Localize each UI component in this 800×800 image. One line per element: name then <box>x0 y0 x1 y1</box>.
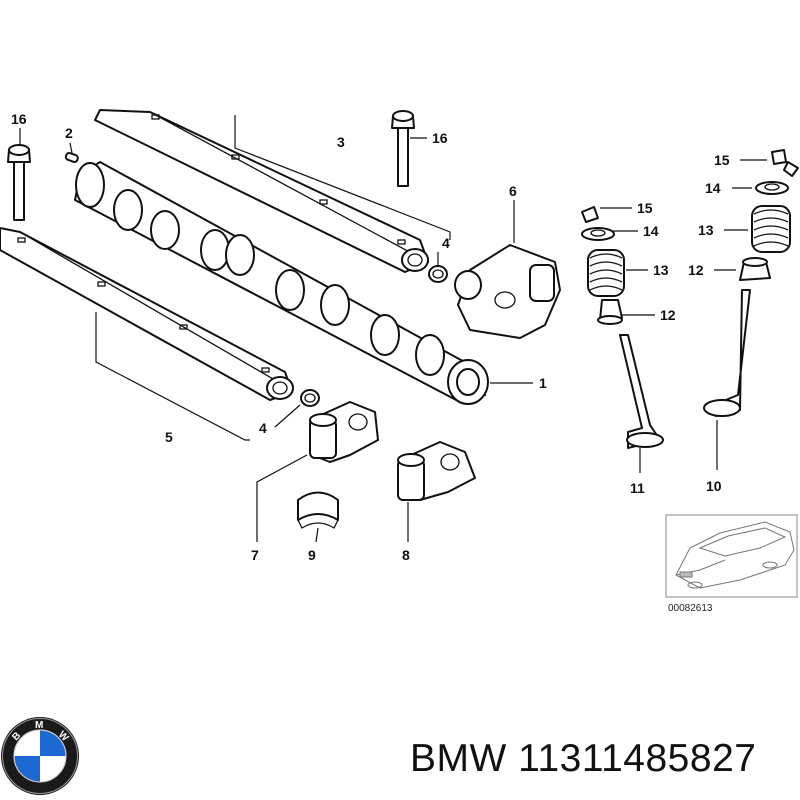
valve-stem-seal-left <box>597 299 623 325</box>
bmw-logo: B M W <box>1 717 79 795</box>
bolt-right <box>391 110 415 187</box>
callout-4-upper: 4 <box>442 235 450 251</box>
callout-1: 1 <box>539 375 547 391</box>
rocker-arm-8 <box>397 441 476 501</box>
bushing-lower <box>300 389 320 407</box>
valve-spring-left <box>587 249 625 297</box>
leader-lines <box>19 115 767 543</box>
bearing-shell <box>297 491 339 529</box>
callout-10: 10 <box>706 478 722 494</box>
callout-4-lower: 4 <box>259 420 267 436</box>
callout-6: 6 <box>509 183 517 199</box>
spring-retainer-left <box>581 227 615 241</box>
camshaft <box>74 161 489 405</box>
valve-keeper-right <box>771 149 799 177</box>
valve-keeper-left <box>581 206 599 223</box>
rocker-shaft-lower <box>0 227 294 401</box>
callout-12-left: 12 <box>660 307 676 323</box>
spring-retainer-right <box>755 181 789 195</box>
car-illustration <box>675 521 795 589</box>
dowel-pin <box>64 151 79 163</box>
callout-7: 7 <box>251 547 259 563</box>
callout-16-right: 16 <box>432 130 448 146</box>
callout-11: 11 <box>630 480 645 496</box>
brand-part-number: BMW 11311485827 <box>410 737 757 780</box>
callout-8: 8 <box>402 547 410 563</box>
valve-spring-right <box>751 205 791 253</box>
valve-stem-seal-right <box>739 257 771 281</box>
rocker-arm-assembly <box>454 244 561 339</box>
callout-15-left: 15 <box>637 200 653 216</box>
callout-14-right: 14 <box>705 180 721 196</box>
exhaust-valve-right <box>703 289 751 417</box>
callout-13-right: 13 <box>698 222 714 238</box>
rocker-shaft-upper <box>94 109 429 273</box>
callout-2: 2 <box>65 125 73 141</box>
bolt-left <box>7 144 31 221</box>
callout-12-right: 12 <box>688 262 704 278</box>
intake-valve-left <box>619 334 664 449</box>
callout-5: 5 <box>165 429 173 445</box>
rocker-arm-7 <box>309 401 379 463</box>
callout-3: 3 <box>337 134 345 150</box>
callout-14-left: 14 <box>643 223 659 239</box>
callout-13-left: 13 <box>653 262 669 278</box>
callout-16-left: 16 <box>11 111 27 127</box>
callout-numbers: 16 2 3 16 4 6 15 14 13 12 15 14 13 12 1 … <box>11 111 730 563</box>
svg-text:M: M <box>35 720 43 731</box>
bushing-upper <box>428 265 448 283</box>
callout-9: 9 <box>308 547 316 563</box>
callout-15-right: 15 <box>714 152 730 168</box>
vehicle-inset: 00082613 <box>665 514 798 614</box>
inset-reference-number: 00082613 <box>668 603 713 614</box>
